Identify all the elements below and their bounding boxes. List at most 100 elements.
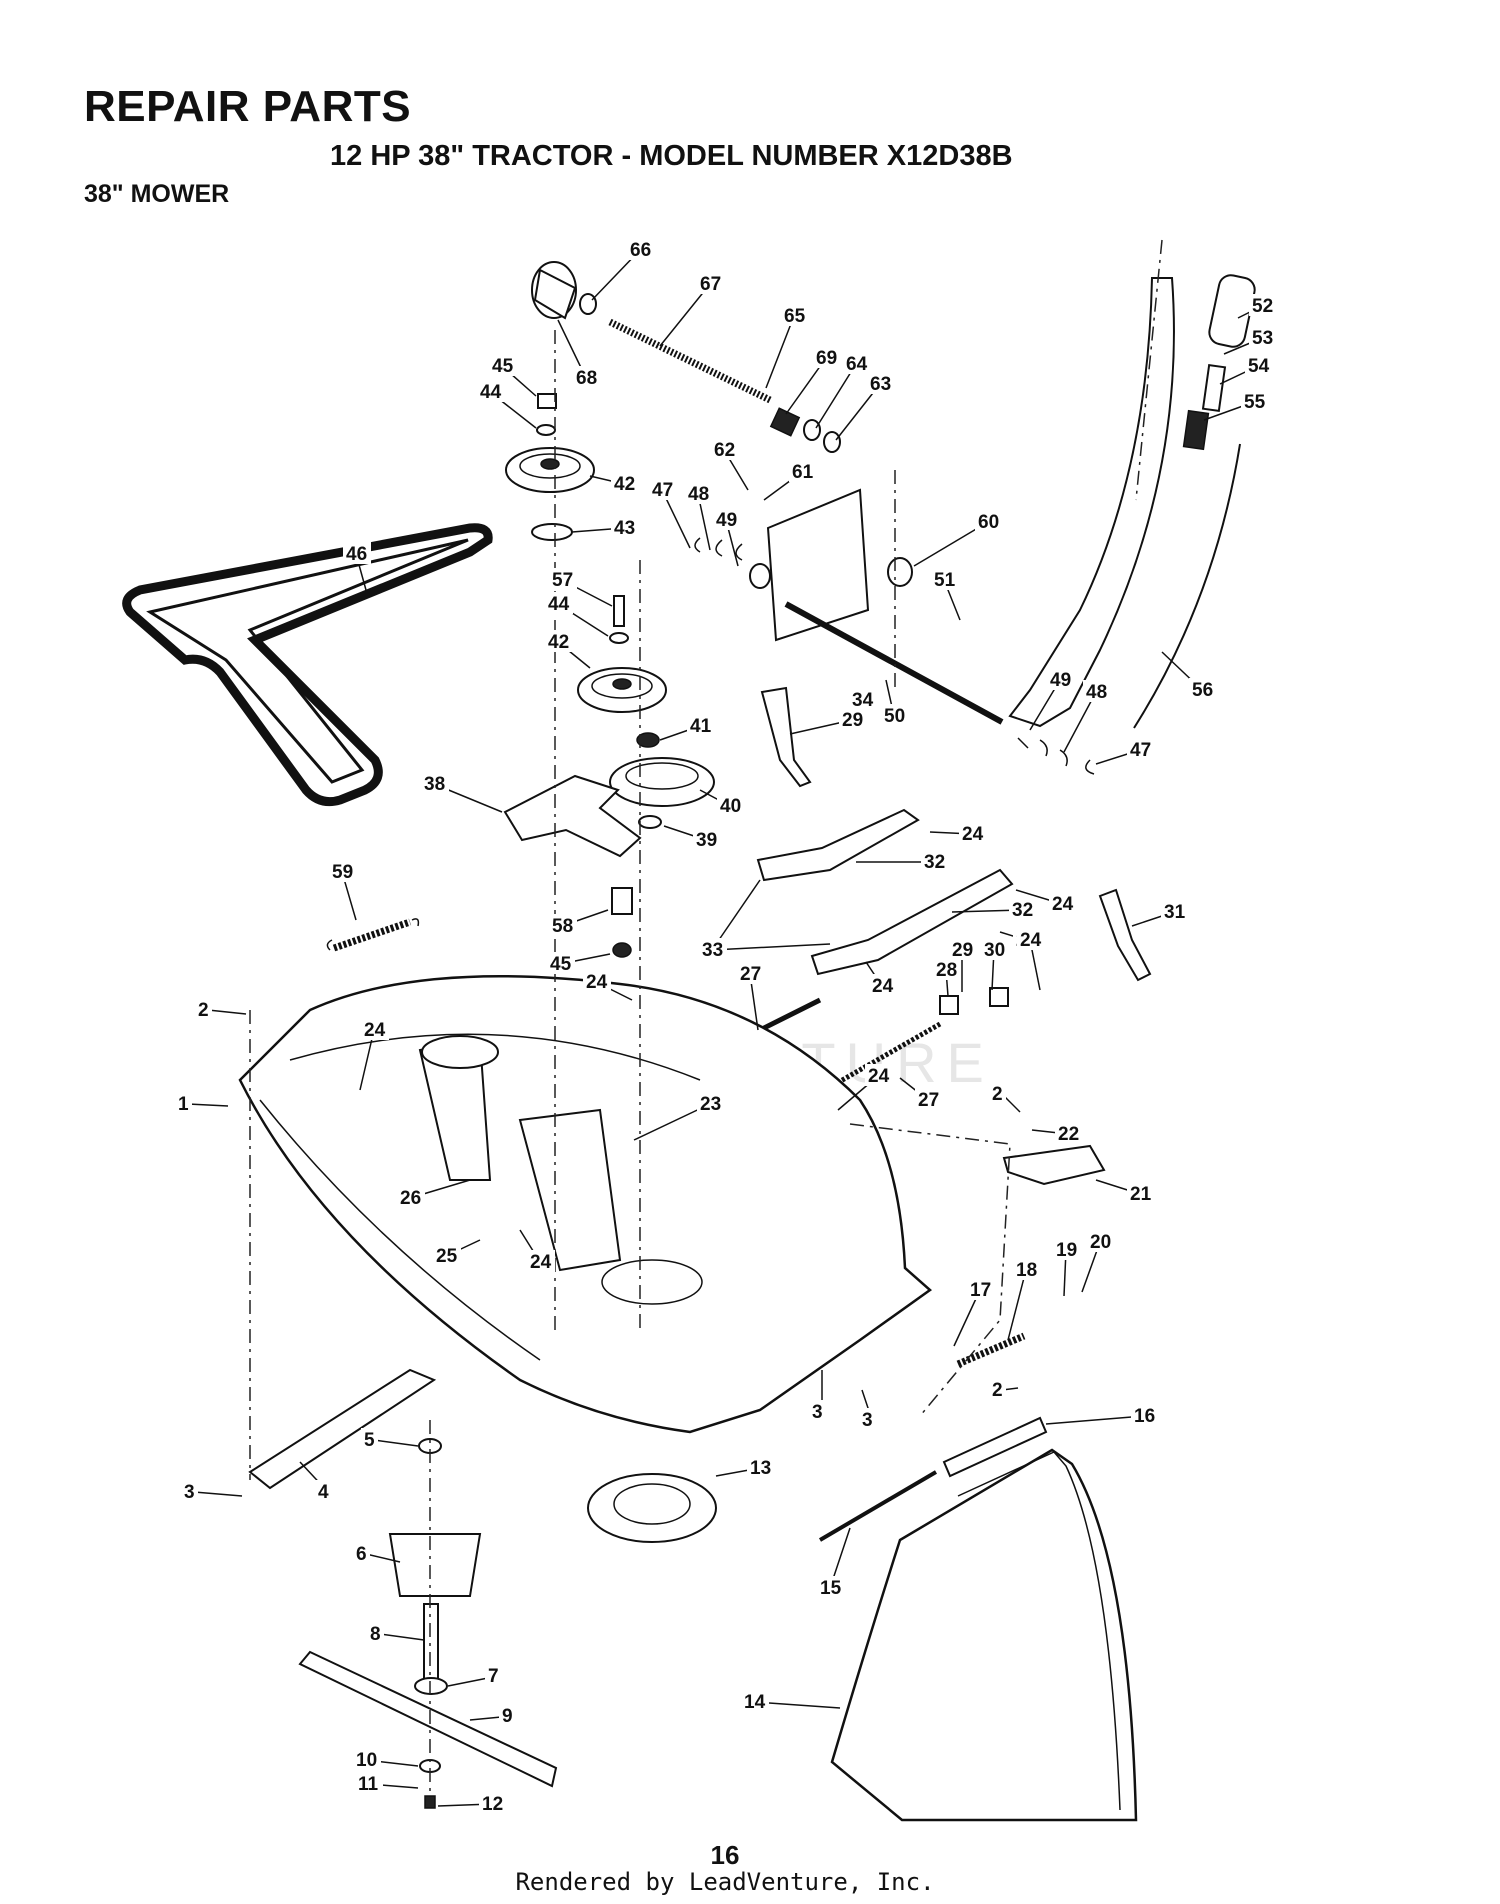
lift-shaft [784, 601, 1004, 725]
washer-63 [823, 431, 841, 453]
callout-46: 46 [346, 544, 367, 565]
idler-pulley-upper [505, 447, 595, 493]
mower-blade-9 [298, 1650, 558, 1788]
callout-48: 48 [1086, 682, 1107, 703]
callout-25: 25 [436, 1246, 458, 1267]
callout-42: 42 [614, 474, 635, 495]
lift-plate [766, 488, 870, 642]
callout-14: 14 [744, 1692, 766, 1713]
callout-68: 68 [576, 368, 597, 389]
leader-line-67 [659, 283, 711, 347]
callout-3: 3 [862, 1410, 873, 1431]
nut-45-lower [612, 942, 632, 958]
rod-56 [1133, 443, 1241, 729]
model-subtitle: 12 HP 38" TRACTOR - MODEL NUMBER X12D38B [330, 140, 1013, 172]
callout-12: 12 [482, 1794, 503, 1815]
callout-66: 66 [630, 240, 651, 261]
mower-belt [122, 523, 493, 807]
callout-43: 43 [614, 518, 635, 539]
callout-40: 40 [720, 796, 741, 817]
callout-2: 2 [992, 1084, 1003, 1105]
callout-26: 26 [400, 1188, 421, 1209]
handle-bushing-60 [887, 557, 913, 587]
callout-10: 10 [356, 1750, 377, 1771]
bolt-57 [613, 595, 625, 627]
bolt-12 [424, 1795, 436, 1809]
callout-7: 7 [488, 1666, 499, 1687]
discharge-chute-14 [830, 1448, 1138, 1822]
callout-60: 60 [978, 512, 999, 533]
rendered-by-footer: Rendered by LeadVenture, Inc. [515, 1868, 935, 1896]
idler-bracket [503, 774, 642, 858]
callout-24: 24 [1020, 930, 1042, 951]
callout-8: 8 [370, 1624, 381, 1645]
hinge-rod-15 [818, 1470, 938, 1542]
callout-34: 34 [852, 690, 874, 711]
callout-18: 18 [1016, 1260, 1037, 1281]
spindle-shaft-8 [423, 1603, 439, 1681]
callout-62: 62 [714, 440, 735, 461]
bearing-housing-13 [587, 1473, 717, 1543]
nut-41 [636, 732, 660, 748]
washer-43 [531, 523, 573, 541]
leader-line-33 [711, 943, 831, 951]
callout-19: 19 [1056, 1240, 1077, 1261]
callout-59: 59 [332, 862, 353, 883]
idler-pulley-lower [577, 667, 667, 713]
callout-50: 50 [884, 706, 905, 727]
lift-link-lower [810, 868, 1014, 976]
callout-28: 28 [936, 960, 957, 981]
bracket-31 [1098, 888, 1152, 982]
leader-line-8 [379, 1633, 425, 1641]
callout-58: 58 [552, 916, 573, 937]
callout-30: 30 [984, 940, 1005, 961]
bracket-21 [1002, 1144, 1106, 1186]
washer-64 [803, 419, 821, 441]
callout-33: 33 [702, 940, 723, 961]
leader-line-2 [207, 1009, 247, 1015]
callout-53: 53 [1252, 328, 1273, 349]
callout-23: 23 [700, 1094, 721, 1115]
callout-20: 20 [1090, 1232, 1111, 1253]
washer-39 [638, 815, 662, 829]
deflector-hinge-16 [942, 1416, 1048, 1478]
bracket-29 [760, 686, 812, 788]
callout-48: 48 [688, 484, 709, 505]
callout-63: 63 [870, 374, 891, 395]
leader-line-5 [373, 1439, 419, 1447]
callout-2: 2 [992, 1380, 1003, 1401]
callout-3: 3 [184, 1482, 195, 1503]
deck-spindle-opening [601, 1259, 703, 1305]
callout-39: 39 [696, 830, 717, 851]
callout-16: 16 [1134, 1406, 1155, 1427]
callout-21: 21 [1130, 1184, 1152, 1205]
callout-4: 4 [318, 1482, 329, 1503]
leader-line-65 [765, 315, 795, 389]
nut-45-upper [537, 393, 557, 409]
callout-49: 49 [716, 510, 737, 531]
bearing-7 [414, 1677, 448, 1695]
rod-block-30 [989, 987, 1009, 1007]
threaded-rod-65 [608, 318, 772, 404]
leader-line-64 [815, 363, 857, 429]
callout-24: 24 [364, 1020, 386, 1041]
callout-24: 24 [962, 824, 984, 845]
callout-29: 29 [952, 940, 973, 961]
callout-5: 5 [364, 1430, 375, 1451]
washer-66 [579, 293, 597, 315]
callout-51: 51 [934, 570, 956, 591]
mower-belt-inner [146, 538, 469, 784]
lift-link-upper [756, 808, 920, 882]
callout-49: 49 [1050, 670, 1071, 691]
callout-41: 41 [690, 716, 712, 737]
callout-56: 56 [1192, 680, 1213, 701]
callout-27: 27 [740, 964, 761, 985]
leader-line-6 [365, 1553, 401, 1563]
leader-line-1 [187, 1103, 229, 1107]
callout-55: 55 [1244, 392, 1266, 413]
callout-67: 67 [700, 274, 721, 295]
callout-42: 42 [548, 632, 569, 653]
callout-17: 17 [970, 1280, 991, 1301]
stabilizer-bar-4 [248, 1368, 437, 1490]
leader-line-18 [1007, 1269, 1027, 1341]
